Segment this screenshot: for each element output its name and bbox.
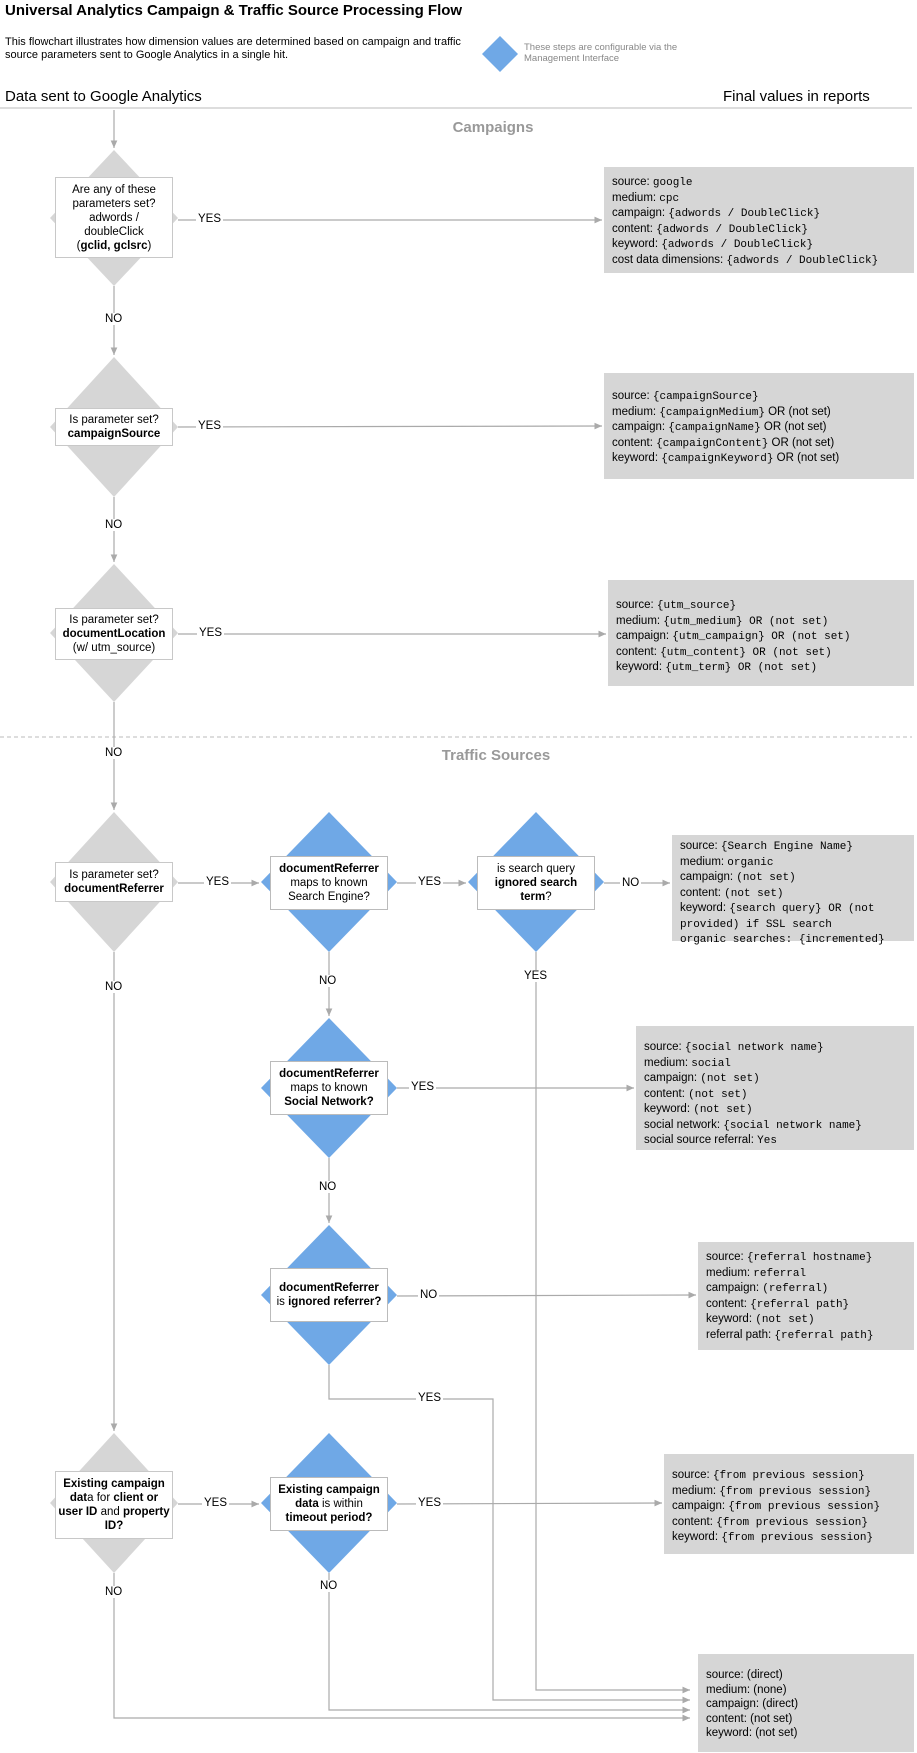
question-document-referrer: Is parameter set?documentReferrer [55, 862, 173, 902]
question-timeout-period: Existing campaign data is within timeout… [270, 1477, 388, 1531]
result-referral: source: {referral hostname} medium: refe… [698, 1242, 914, 1350]
label-yes: YES [204, 876, 232, 888]
label-no: NO [103, 981, 125, 993]
legend-text: These steps are configurable via the Man… [524, 42, 678, 64]
header-final-values: Final values in reports [723, 88, 870, 105]
label-no: NO [103, 747, 125, 759]
result-adwords: source: google medium: cpc campaign: {ad… [604, 167, 914, 273]
label-no: NO [317, 1181, 339, 1193]
result-search-engine: source: {Search Engine Name} medium: org… [672, 835, 914, 946]
result-previous-session: source: {from previous session} medium: … [664, 1454, 914, 1554]
label-no: NO [103, 1586, 125, 1598]
label-yes: YES [416, 1392, 444, 1404]
result-social-network: source: {social network name} medium: so… [636, 1026, 914, 1150]
legend-diamond-icon [482, 36, 518, 72]
header-data-sent: Data sent to Google Analytics [5, 88, 202, 105]
label-no: NO [418, 1289, 440, 1301]
label-yes: YES [202, 1497, 230, 1509]
label-yes: YES [416, 1497, 444, 1509]
label-yes: YES [522, 970, 550, 982]
label-yes: YES [409, 1081, 437, 1093]
question-campaign-source: Is parameter set?campaignSource [55, 408, 173, 446]
label-no: NO [318, 1580, 340, 1592]
label-no: NO [620, 877, 642, 889]
page-title: Universal Analytics Campaign & Traffic S… [5, 2, 463, 19]
label-yes: YES [416, 876, 444, 888]
label-no: NO [103, 519, 125, 531]
label-no: NO [317, 975, 339, 987]
section-campaigns: Campaigns [452, 119, 534, 136]
result-campaign-source: source: {campaignSource} medium: {campai… [604, 373, 914, 479]
section-traffic-sources: Traffic Sources [441, 747, 551, 764]
intro-text: This flowchart illustrates how dimension… [5, 36, 461, 61]
question-adwords: Are any of these parameters set? adwords… [55, 177, 173, 258]
label-yes: YES [196, 213, 224, 225]
label-yes: YES [197, 627, 225, 639]
label-no: NO [103, 313, 125, 325]
question-document-location: Is parameter set?documentLocation(w/ utm… [55, 608, 173, 660]
question-existing-campaign: Existing campaign data for client or use… [55, 1471, 173, 1539]
result-direct: source: (direct) medium: (none) campaign… [698, 1654, 914, 1752]
result-document-location: source: {utm_source} medium: {utm_medium… [608, 580, 914, 686]
label-yes: YES [196, 420, 224, 432]
